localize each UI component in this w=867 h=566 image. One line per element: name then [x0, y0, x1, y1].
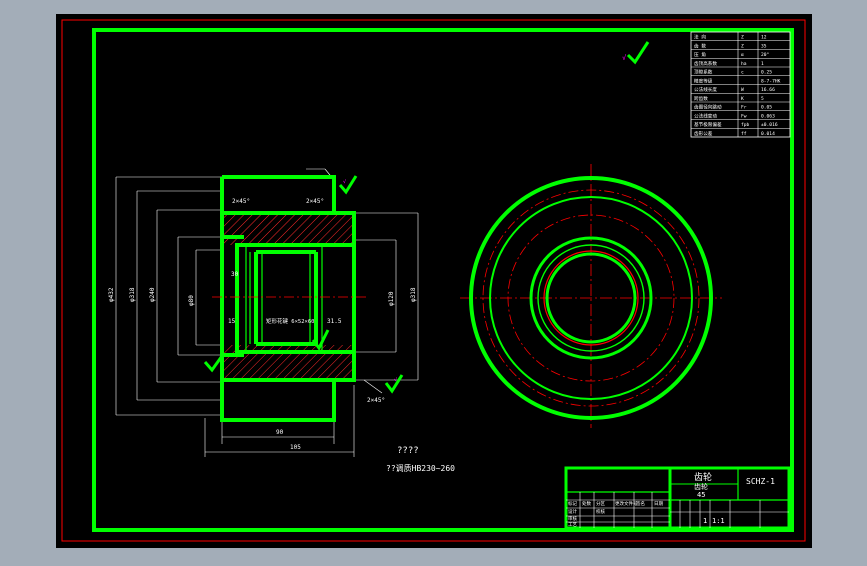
title-header-date: 日期: [654, 501, 663, 507]
param-label: 跨齿数: [694, 95, 708, 102]
param-label: 齿圈径向跳动: [694, 104, 722, 111]
param-symbol: Z: [741, 35, 744, 41]
param-value: 12: [761, 35, 767, 41]
title-header-zone: 分区: [596, 500, 605, 507]
param-value: 20°: [761, 52, 770, 58]
dim-dia-outer: φ432: [108, 287, 115, 302]
dim-chamfer-top: 2×45°: [232, 198, 250, 205]
gear-section-view: 2×45° 2×45° 2×45° φ432 φ318 φ240 φ80 φ12…: [108, 168, 419, 457]
title-material: 45: [697, 491, 705, 499]
tech-note-line: ??调质HB230~260: [386, 463, 455, 473]
param-label: 顶隙系数: [694, 69, 713, 76]
param-symbol: Fr: [741, 105, 747, 111]
title-role-check: 校核: [596, 508, 605, 515]
title-block: 齿轮 齿轮 SCHZ-1 45 1:1 1 标记 处数 分区 更改文件号 签名 …: [564, 466, 791, 530]
param-value: 0.05: [761, 105, 772, 111]
drawing-frame: [92, 28, 794, 532]
param-label: 齿顶高系数: [694, 60, 717, 67]
param-value: 0.063: [761, 113, 775, 119]
dim-dia-bore: φ80: [188, 295, 195, 306]
dim-dia-3: φ240: [149, 287, 156, 302]
title-part-name-2: 齿轮: [694, 482, 708, 491]
gear-parameter-table: 法 向 Z 12 齿 数 Z 35 压 角 α 20° 齿顶高系数 ha 1 顶隙系数 c 0.25 精度等级…: [690, 31, 791, 138]
roughness-mark-top: √: [622, 41, 650, 65]
title-role-design: 设计: [568, 508, 577, 515]
gear-front-view: [460, 164, 722, 428]
param-value: 0.014: [761, 131, 775, 137]
param-symbol: K: [741, 96, 744, 102]
param-symbol: W: [741, 87, 744, 93]
param-value: 35: [761, 43, 767, 49]
svg-text:√: √: [343, 179, 346, 185]
dim-dia-right: φ318: [410, 287, 417, 302]
param-label: 压 角: [694, 51, 706, 58]
param-symbol: ff: [741, 131, 747, 137]
param-label: 公法线长度: [694, 86, 717, 93]
param-value: ±0.016: [761, 122, 778, 128]
svg-text:√: √: [394, 377, 397, 383]
title-header-sign: 签名: [636, 500, 645, 507]
param-symbol: ha: [741, 61, 747, 67]
param-value: 8-7-7HK: [761, 78, 781, 84]
param-symbol: Z: [741, 43, 744, 49]
title-scale: 1:1: [712, 517, 725, 525]
dim-width-105: 105: [290, 444, 301, 451]
dim-spline: 矩形花键 6×52×60: [266, 317, 315, 325]
dim-step-1: 15: [228, 318, 236, 325]
paper-area: [56, 14, 812, 548]
param-value: 5: [761, 96, 764, 102]
title-header-change-no: 更改文件号: [615, 500, 638, 507]
dim-width-90: 90: [276, 429, 284, 436]
param-symbol: fpb: [741, 122, 750, 128]
param-value: 0.25: [761, 70, 772, 76]
param-label: 齿形公差: [694, 130, 713, 137]
paper-outline: [61, 19, 806, 542]
title-header-count: 处数: [582, 500, 591, 507]
param-symbol: Fw: [741, 113, 747, 119]
param-label: 基节极限偏差: [694, 121, 722, 128]
param-value: 1: [761, 61, 764, 67]
title-role-review: 审核: [568, 515, 577, 522]
param-value: 16.66: [761, 87, 775, 93]
param-symbol: α: [741, 53, 744, 58]
title-role-process: 工艺: [568, 522, 577, 528]
technical-requirements: ???? ??调质HB230~260: [386, 446, 455, 473]
dim-step-2: 31.5: [327, 318, 342, 325]
dim-dia-2: φ318: [129, 287, 136, 302]
param-label: 精度等级: [694, 77, 713, 84]
param-symbol: c: [741, 71, 744, 76]
dim-chamfer-mid: 2×45°: [306, 198, 324, 205]
dim-hub-small: 30: [231, 271, 239, 278]
title-drawing-no: SCHZ-1: [746, 477, 775, 486]
roughness-symbol: √: [622, 54, 627, 62]
param-label: 齿 数: [694, 42, 706, 49]
param-label: 法 向: [694, 34, 706, 41]
title-header-mark: 标记: [568, 500, 577, 507]
title-part-name-1: 齿轮: [694, 471, 712, 483]
title-sheet: 1: [703, 517, 707, 525]
dim-dia-hub: φ120: [388, 291, 395, 306]
dim-chamfer-bottom: 2×45°: [367, 397, 385, 404]
tech-note-title: ????: [397, 446, 419, 456]
param-label: 公法线变动: [694, 112, 717, 119]
